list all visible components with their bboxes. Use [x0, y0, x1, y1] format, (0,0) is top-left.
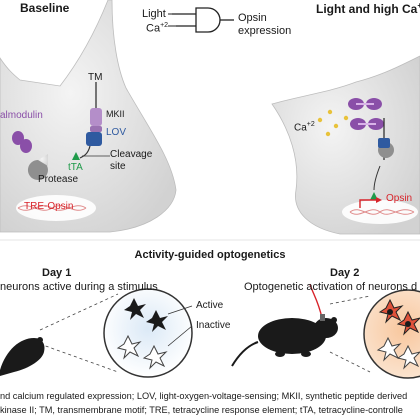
- day2-subtitle: Optogenetic activation of neurons d: [244, 281, 418, 293]
- gate-input-ca-sup: +2: [160, 22, 169, 29]
- day1-active-neuron: [124, 298, 168, 332]
- caption-line1: nd calcium regulated expression; LOV, li…: [0, 391, 408, 401]
- light-lov-block: [378, 138, 390, 148]
- tre-opsin-label: TRE-Opsin: [24, 201, 74, 212]
- cleavage-label-line2: site: [110, 161, 126, 172]
- ca-dots: [317, 109, 349, 137]
- tta-icon: [72, 152, 80, 160]
- active-pointer: [167, 305, 193, 315]
- gate-output-line1: Opsin: [238, 12, 267, 24]
- day2-zoom-line-bottom: [329, 351, 371, 373]
- tm-label: TM: [88, 72, 103, 83]
- protease-icon: [27, 160, 48, 180]
- day1-magnifier: [103, 288, 193, 378]
- day1-zoom-line-top: [39, 293, 119, 331]
- baseline-title: Baseline: [20, 1, 70, 15]
- baseline-dna: [16, 195, 96, 221]
- lov-label: LOV: [106, 127, 127, 138]
- caption-line2: kinase II; TM, transmembrane motif; TRE,…: [0, 405, 403, 415]
- light-title: Light and high Ca+2: [316, 1, 420, 16]
- cleavage-linker: [79, 145, 91, 159]
- light-title-sup: +2: [417, 1, 420, 10]
- mkii-block-2: [90, 126, 102, 132]
- mkii-label: MKII: [106, 109, 125, 119]
- opsin-arrowhead: [376, 197, 382, 203]
- and-gate-icon: [172, 7, 234, 33]
- day2-title: Day 2: [330, 267, 360, 279]
- calmodulin-icon: [12, 131, 32, 153]
- day1-mouse-icon: [0, 338, 45, 376]
- light-arrow-down: [373, 165, 381, 191]
- legend-active: Active: [196, 300, 224, 311]
- light-ca-text: Ca: [294, 122, 307, 134]
- light-cell: [271, 55, 420, 235]
- gate-input-ca-text: Ca: [146, 22, 161, 35]
- section-title: Activity-guided optogenetics: [134, 249, 286, 261]
- light-title-text: Light and high Ca: [316, 2, 418, 16]
- light-dna: [342, 200, 418, 224]
- gate-input-light: Light: [142, 8, 166, 20]
- protease-label: Protease: [38, 174, 79, 185]
- opsin-label: Opsin: [386, 193, 413, 204]
- opsin-arrow: [359, 199, 376, 208]
- day2-mouse-icon: [231, 317, 338, 367]
- light-calmodulin-icon: [348, 98, 384, 130]
- lov-block: [86, 132, 102, 146]
- mkii-block: [90, 108, 102, 126]
- cleavage-label-line1: Cleavage: [110, 149, 153, 160]
- protease-mouth: [38, 154, 48, 166]
- fiber-cannula: [320, 314, 325, 321]
- tta-label: tTA: [68, 162, 83, 173]
- day2-inactive-neuron: [376, 336, 420, 370]
- light-ca-sup: +2: [306, 121, 315, 128]
- legend-inactive: Inactive: [196, 320, 231, 331]
- gate-input-ca: Ca+2: [146, 22, 168, 35]
- day1-subtitle: neurons active during a stimulus: [0, 281, 158, 293]
- light-ca-label: Ca+2: [294, 121, 315, 133]
- calmodulin-label: almodulin: [0, 110, 43, 121]
- gate-output-line2: expression: [238, 25, 292, 37]
- gate-input-bracket: [168, 13, 176, 27]
- optic-fiber: [309, 283, 323, 319]
- day1-inactive-neuron: [116, 334, 168, 370]
- inactive-pointer: [167, 325, 193, 347]
- day2-zoom-line-top: [329, 295, 371, 305]
- day1-zoom-line-bottom: [39, 343, 119, 373]
- day1-title: Day 1: [42, 267, 72, 279]
